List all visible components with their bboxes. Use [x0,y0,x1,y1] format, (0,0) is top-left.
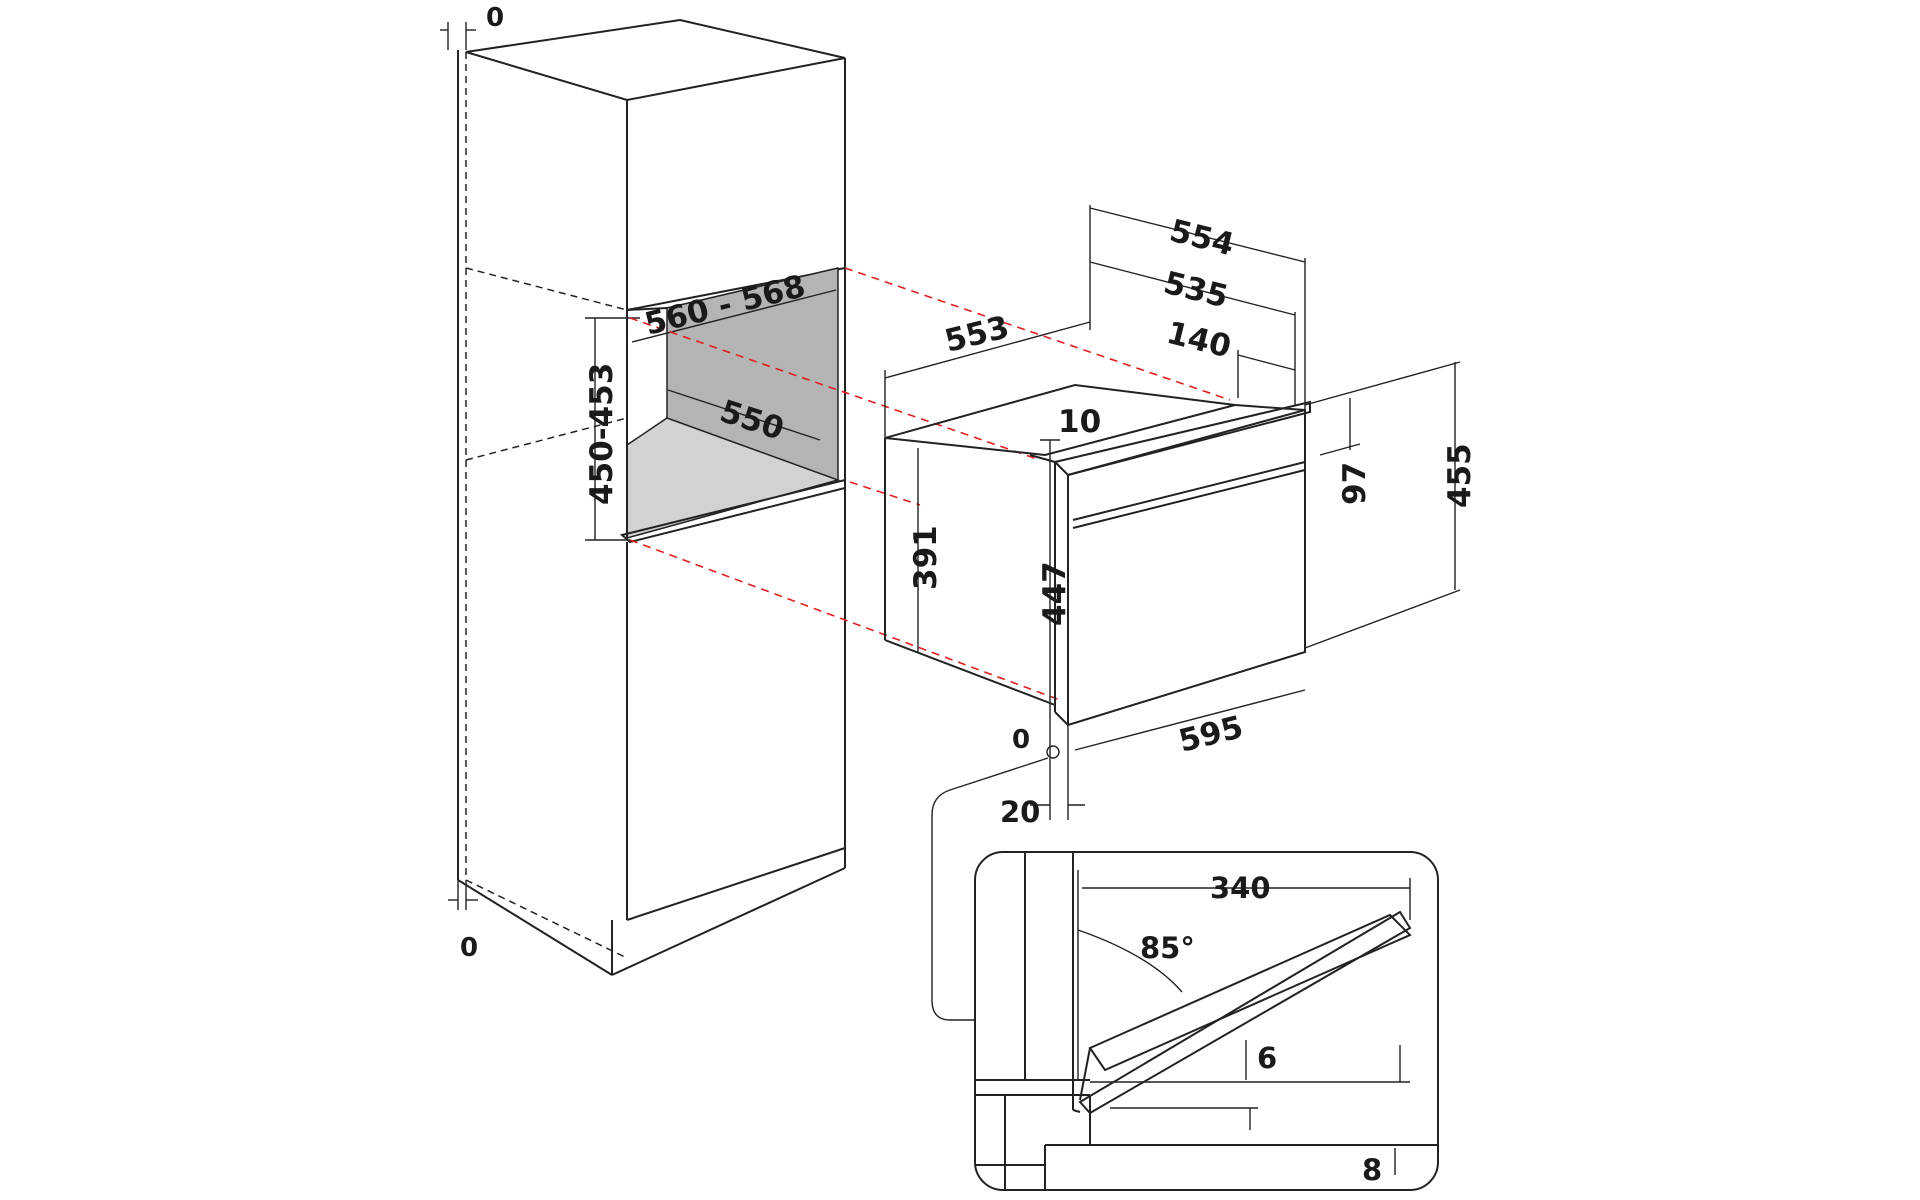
tall-cabinet [440,18,846,976]
label-oven-391: 391 [908,525,944,590]
door-detail-inset [974,851,1439,1191]
label-oven-10: 10 [1058,404,1101,440]
label-oven-447: 447 [1037,561,1073,626]
label-oven-width-535: 535 [1160,265,1232,316]
label-cabinet-top-offset: 0 [486,3,504,33]
dimension-labels: 0 0 560 - 568 450-453 550 553 554 535 14… [460,3,1478,1187]
label-oven-height-455: 455 [1442,443,1478,508]
label-oven-140: 140 [1163,315,1235,366]
label-detail-340: 340 [1210,871,1271,905]
alignment-guides [629,267,1231,701]
label-detail-angle: 85° [1140,931,1195,965]
oven-unit [884,205,1461,1021]
label-oven-width-554: 554 [1166,213,1238,264]
label-oven-97: 97 [1337,462,1373,505]
label-oven-bottom-offset: 0 [1012,725,1030,755]
label-detail-6: 6 [1257,1041,1277,1075]
label-oven-front-20: 20 [1000,795,1040,829]
label-oven-depth-553: 553 [941,309,1013,360]
label-oven-width-595: 595 [1175,709,1247,760]
label-niche-height: 450-453 [584,363,620,505]
label-detail-8: 8 [1362,1153,1382,1187]
label-cabinet-bottom-offset: 0 [460,933,478,963]
